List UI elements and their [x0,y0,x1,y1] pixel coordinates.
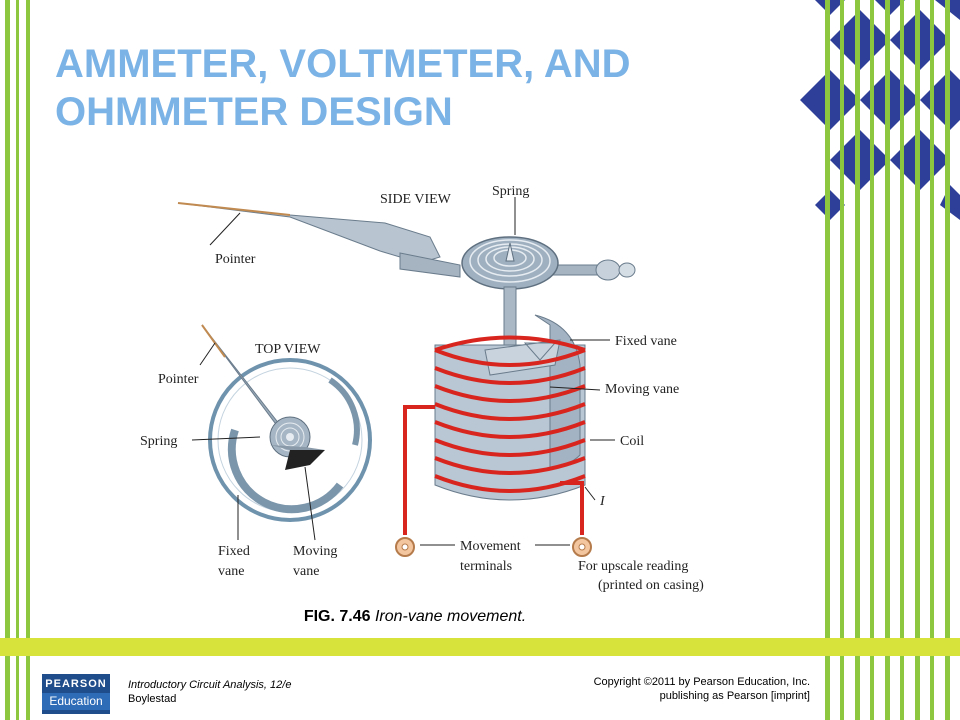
caption-number: FIG. 7.46 [303,608,371,625]
label-movement-terminals-line1: Movement [460,539,521,554]
label-upscale-line1: For upscale reading [578,559,688,574]
copyright-notice: Copyright ©2011 by Pearson Education, In… [560,675,810,703]
slide-title: AMMETER, VOLTMETER, AND OHMMETER DESIGN [55,40,775,136]
title-line-2: OHMMETER DESIGN [55,90,453,134]
label-moving-vane: Moving vane [605,382,679,397]
caption-text: Iron-vane movement. [374,608,527,625]
label-upscale-line2: (printed on casing) [598,578,704,593]
logo-bottom-text: Education [42,693,110,710]
label-side-view: SIDE VIEW [380,192,452,207]
label-fixed-vane-top-line2: vane [218,564,244,579]
top-view-assembly [201,324,372,522]
label-top-view: TOP VIEW [255,342,321,357]
pearson-logo: PEARSON Education [42,674,110,714]
figure-caption: FIG. 7.46 Iron-vane movement. [0,608,830,626]
footer-band [0,638,960,656]
left-stripe-decoration [5,0,30,720]
label-spring-side: Spring [492,184,529,199]
label-fixed-vane-top-line1: Fixed [218,544,250,559]
coil-assembly [395,314,592,557]
iron-vane-movement-figure: SIDE VIEW Spring Pointer TOP VIEW Pointe… [140,184,704,593]
book-title: Introductory Circuit Analysis, 12/e [128,679,292,691]
leader-lines [191,197,615,546]
label-pointer-top: Pointer [158,372,199,387]
label-current: I [599,494,606,509]
label-spring-top: Spring [140,434,177,449]
book-author: Boylestad [128,693,177,705]
right-stripe-decoration [800,0,960,720]
book-reference: Introductory Circuit Analysis, 12/e Boyl… [128,678,291,706]
copyright-line-1: Copyright ©2011 by Pearson Education, In… [593,676,810,688]
logo-top-text: PEARSON [45,678,107,690]
title-line-1: AMMETER, VOLTMETER, AND [55,42,631,86]
label-moving-vane-top-line2: vane [293,564,319,579]
label-fixed-vane: Fixed vane [615,334,677,349]
label-moving-vane-top-line1: Moving [293,544,337,559]
label-coil: Coil [620,434,644,449]
label-pointer-side: Pointer [215,252,256,267]
copyright-line-2: publishing as Pearson [imprint] [659,690,810,702]
label-movement-terminals-line2: terminals [460,559,512,574]
